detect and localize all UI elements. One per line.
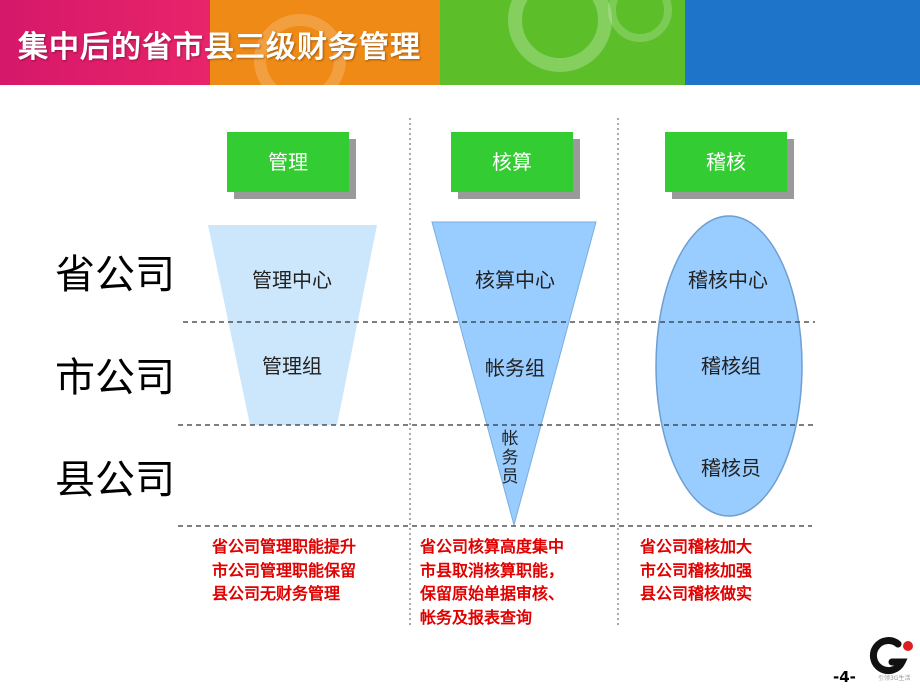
accounting-note-line: 帐务及报表查询 (420, 607, 533, 627)
accounting-note: 省公司核算高度集中 市县取消核算职能， 保留原始单据审核、 帐务及报表查询 (420, 535, 564, 629)
audit-ellipse (655, 215, 803, 517)
accounting-note-line: 保留原始单据审核、 (420, 584, 565, 603)
banner-band-orange (210, 0, 440, 85)
g3-logo-icon: 引领3G生活 (869, 637, 913, 682)
header-box-accounting: 核算 (451, 132, 573, 192)
accounting-note-line: 省公司核算高度集中 (420, 537, 565, 556)
management-note-line: 市公司管理职能保留 (212, 560, 357, 580)
page-title: 集中后的省市县三级财务管理 (18, 30, 421, 65)
management-note-line: 县公司无财务管理 (212, 584, 341, 603)
management-note: 省公司管理职能提升 市公司管理职能保留 县公司无财务管理 (212, 535, 356, 606)
audit-center-label: 稽核中心 (688, 268, 768, 292)
row-label-city: 市公司 (55, 355, 175, 401)
management-center-label: 管理中心 (252, 268, 332, 292)
row-label-province: 省公司 (55, 252, 175, 298)
accounting-center-label: 核算中心 (475, 268, 555, 292)
audit-group-label: 稽核组 (701, 354, 761, 378)
page-number: -4- (833, 668, 856, 686)
audit-note-line: 县公司稽核做实 (640, 584, 753, 603)
header-box-management: 管理 (227, 132, 349, 192)
audit-note: 省公司稽核加大 市公司稽核加强 县公司稽核做实 (640, 535, 752, 606)
g3-logo: 引领3G生活 (858, 628, 920, 690)
audit-staff-label: 稽核员 (701, 456, 761, 480)
audit-note-line: 省公司稽核加大 (640, 537, 753, 556)
banner-band-blue (685, 0, 920, 85)
banner-band-magenta (0, 0, 210, 85)
management-trapezoid (208, 225, 377, 425)
row-label-county: 县公司 (55, 457, 175, 503)
header-box-audit: 稽核 (665, 132, 787, 192)
audit-note-line: 市公司稽核加强 (640, 560, 753, 580)
accounting-note-line: 市县取消核算职能， (420, 560, 565, 580)
management-note-line: 省公司管理职能提升 (212, 537, 357, 556)
header-banner: 集中后的省市县三级财务管理 (0, 0, 920, 85)
banner-swirls (254, 0, 672, 85)
accounting-clerk-label: 帐务员 (501, 429, 519, 487)
accounting-triangle (431, 221, 597, 527)
management-group-label: 管理组 (262, 354, 322, 378)
logo-caption: 引领3G生活 (878, 674, 910, 682)
accounting-group-label: 帐务组 (485, 356, 545, 380)
banner-band-green (440, 0, 685, 85)
